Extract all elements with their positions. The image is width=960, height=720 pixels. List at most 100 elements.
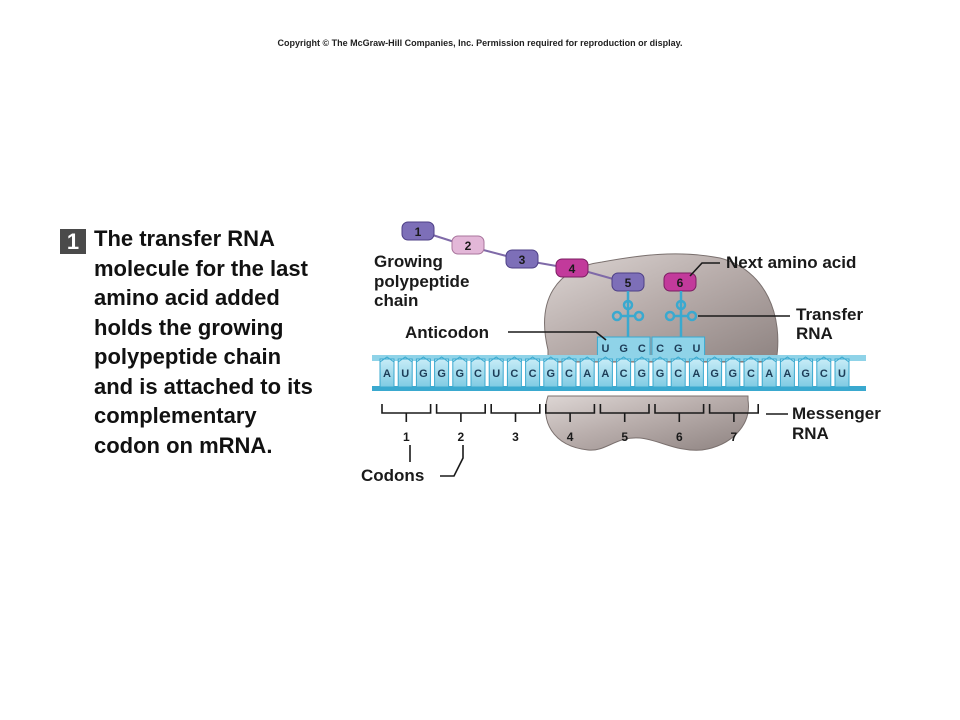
amino-acid-label: 3 (519, 253, 526, 267)
amino-acid-label: 1 (415, 225, 422, 239)
step-text-line: holds the growing (94, 314, 284, 340)
mrna-base-letter: G (456, 368, 465, 380)
copyright-notice: Copyright © The McGraw-Hill Companies, I… (277, 38, 683, 48)
mrna-base: C (561, 356, 577, 388)
amino-acid-label: 4 (569, 262, 576, 276)
amino-acid-label: 5 (625, 276, 632, 290)
codon-bracket (435, 404, 486, 414)
label-messenger: Messenger (792, 404, 881, 423)
mrna-base-letter: C (510, 368, 518, 380)
trna-2 (664, 291, 698, 338)
codon-number: 6 (676, 430, 683, 444)
mrna-base-letter: C (674, 368, 682, 380)
mrna-base: A (579, 356, 595, 388)
mrna-base-letter: U (838, 368, 846, 380)
step-text-line: codon on mRNA. (94, 432, 273, 458)
mrna-base-letter: G (638, 368, 647, 380)
leader-anticodon (508, 331, 607, 341)
amino-acid: 2 (451, 235, 485, 255)
mrna-base: C (816, 356, 832, 388)
mrna-base: G (725, 356, 741, 388)
anticodon-base: U (693, 343, 701, 355)
mrna-base: U (397, 356, 413, 388)
mrna-base: C (470, 356, 486, 388)
label-anticodon: Anticodon (405, 323, 489, 342)
next-amino-acid: 6 (663, 272, 697, 292)
mrna-base: G (434, 356, 450, 388)
mrna-base-letter: A (765, 368, 773, 380)
anticodon-base: G (619, 343, 628, 355)
mrna-base: G (652, 356, 668, 388)
mrna-base-letter: C (747, 368, 755, 380)
label-growing: Growing (374, 252, 443, 271)
mrna-base-letter: G (729, 368, 738, 380)
anticodon-base: G (674, 343, 683, 355)
anticodon-base: U (602, 343, 610, 355)
step-description: The transfer RNA molecule for the last a… (94, 224, 364, 460)
mrna-base: C (506, 356, 522, 388)
mrna-base-letter: A (583, 368, 591, 380)
codon-number: 7 (731, 430, 738, 444)
transfer-rnas (611, 291, 698, 338)
step-number-badge: 1 (60, 229, 86, 254)
mrna-base-letter: G (547, 368, 556, 380)
step-text-line: and is attached to its (94, 373, 313, 399)
mrna-base: G (452, 356, 468, 388)
mrna-base: C (525, 356, 541, 388)
mrna-base-letter: G (419, 368, 428, 380)
mrna-base: A (379, 356, 395, 388)
mrna-base-letter: U (492, 368, 500, 380)
mrna-base-letter: C (820, 368, 828, 380)
step-text-line: complementary (94, 403, 257, 428)
codon-number: 4 (567, 430, 574, 444)
trna-1 (611, 291, 645, 338)
mrna-base: G (415, 356, 431, 388)
amino-acid-label: 6 (677, 276, 684, 290)
mrna-base-letter: A (692, 368, 700, 380)
codon-number: 2 (458, 430, 465, 444)
amino-acid-label: 2 (465, 239, 472, 253)
label-transfer-rna: RNA (796, 324, 833, 343)
ribosome-small-subunit (545, 395, 749, 451)
mrna-base-letter: A (383, 368, 391, 380)
amino-acids: 1 2 3 4 5 6 (401, 221, 697, 292)
mrna-base: C (670, 356, 686, 388)
mrna-top-edge (372, 355, 866, 361)
label-chain: chain (374, 291, 418, 310)
leader-next-amino-acid (689, 262, 720, 277)
anticodon-base: C (656, 343, 664, 355)
mrna-base-letter: G (656, 368, 665, 380)
mrna-base-letter: U (401, 368, 409, 380)
mrna-base-letter: C (565, 368, 573, 380)
label-next-amino-acid: Next amino acid (726, 253, 856, 272)
codon-bracket (381, 404, 432, 414)
mrna-base: A (779, 356, 795, 388)
codon-number: 5 (621, 430, 628, 444)
codon-number: 3 (512, 430, 519, 444)
mrna-base: A (688, 356, 704, 388)
step-text-line: amino acid added (94, 285, 280, 310)
mrna-base-letter: G (801, 368, 810, 380)
mrna-base: G (543, 356, 559, 388)
ribosome (544, 253, 779, 451)
mrna-base-letter: G (710, 368, 719, 380)
codon-number: 1 (403, 430, 410, 444)
anticodon-base: C (638, 343, 646, 355)
label-codons: Codons (361, 466, 424, 485)
amino-acid: 3 (505, 249, 539, 269)
mrna-base-letter: C (529, 368, 537, 380)
amino-acid: 1 (401, 221, 435, 241)
mrna-base: G (634, 356, 650, 388)
mrna-base: U (488, 356, 504, 388)
mrna-base-letter: G (437, 368, 446, 380)
mrna-backbone (372, 386, 866, 391)
codons-leaders (409, 445, 464, 477)
step-text-line: molecule for the last (94, 255, 308, 281)
mrna-base: G (798, 356, 814, 388)
mrna-base-letter: C (474, 368, 482, 380)
amino-acid: 5 (611, 272, 645, 292)
step-text-line: polypeptide chain (94, 344, 282, 369)
